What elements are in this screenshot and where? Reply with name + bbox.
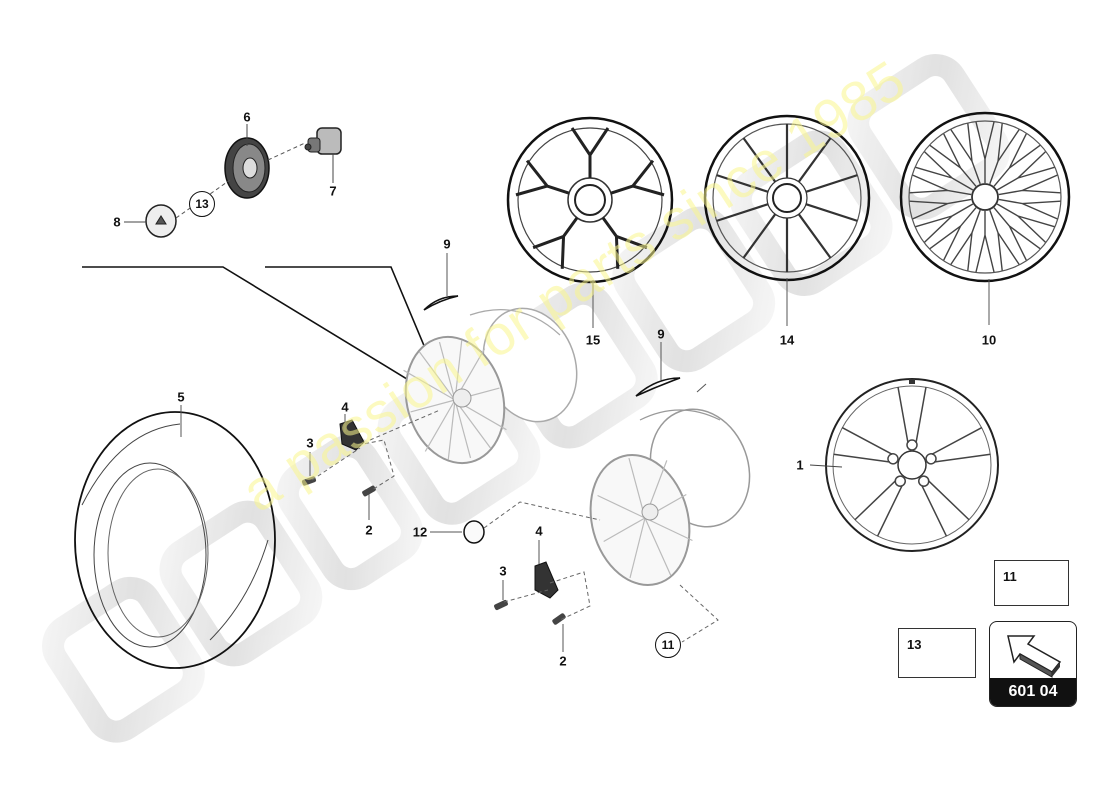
callout-12[interactable]: 12	[412, 524, 428, 540]
callout-7[interactable]: 7	[329, 183, 337, 199]
central-locking-nut-part-7	[304, 127, 342, 155]
callout-3[interactable]: 3	[499, 563, 507, 579]
detail-box-o-ring[interactable]: 13	[898, 628, 976, 678]
wheel-perspective-ten-spoke	[589, 408, 751, 586]
central-locking-adapter-part-6	[224, 137, 270, 199]
detail-box-label: 11	[1003, 569, 1017, 584]
wheel-1-five-double-spoke	[809, 378, 999, 552]
callout-5[interactable]: 5	[177, 389, 185, 405]
callout-8[interactable]: 8	[113, 214, 121, 230]
tpms-set-upper	[301, 409, 441, 520]
tyre-part-5	[74, 405, 276, 669]
hub-components	[124, 124, 342, 238]
callout-4[interactable]: 4	[341, 399, 349, 415]
detail-box-wheel-bolt[interactable]: 11	[994, 560, 1069, 606]
wheel-15-y-spoke	[506, 116, 674, 328]
wheel-10-multi-spoke	[899, 111, 1071, 325]
detail-box-label: 13	[907, 637, 922, 652]
page-reference-number: 601 04	[990, 678, 1076, 706]
balance-weights	[423, 253, 707, 397]
wheel-14-ten-spoke	[703, 114, 871, 326]
callout-10[interactable]: 10	[981, 332, 997, 348]
hub-cap-part-8	[145, 204, 177, 238]
tpms-set-lower	[430, 501, 719, 652]
callout-9[interactable]: 9	[443, 236, 451, 252]
callout-9[interactable]: 9	[657, 326, 665, 342]
callout-2[interactable]: 2	[365, 522, 373, 538]
callout-1[interactable]: 1	[796, 457, 804, 473]
circled-ref-11[interactable]: 11	[655, 632, 681, 658]
circled-ref-13[interactable]: 13	[189, 191, 215, 217]
callout-3[interactable]: 3	[306, 435, 314, 451]
callout-2[interactable]: 2	[559, 653, 567, 669]
callout-4[interactable]: 4	[535, 523, 543, 539]
callout-14[interactable]: 14	[779, 332, 795, 348]
callout-15[interactable]: 15	[585, 332, 601, 348]
callout-6[interactable]: 6	[243, 109, 251, 125]
arrow-up-left-icon	[1007, 635, 1062, 678]
page-reference-button[interactable]: 601 04	[989, 621, 1077, 707]
wheel-perspective-multi-spoke	[403, 307, 578, 465]
